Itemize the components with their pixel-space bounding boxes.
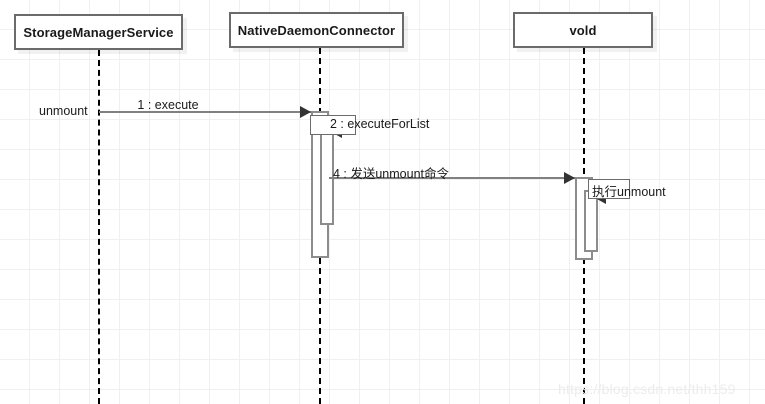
participant-smgr[interactable]: StorageManagerService xyxy=(14,14,183,50)
message-line-4 xyxy=(329,177,575,179)
message-label-4: 4 : 发送unmount命令 xyxy=(332,167,450,181)
found-message-label: unmount xyxy=(39,104,88,118)
participant-label-vold: vold xyxy=(569,22,597,38)
participant-ndc[interactable]: NativeDaemonConnector xyxy=(229,12,404,48)
message-arrowhead-1 xyxy=(300,106,311,118)
activation-bar-ndc-inner[interactable] xyxy=(320,125,334,225)
message-line-1 xyxy=(99,111,311,113)
message-number-box-2 xyxy=(310,115,356,135)
participant-vold[interactable]: vold xyxy=(513,12,653,48)
message-label-exec: 执行unmount xyxy=(592,185,666,199)
message-number-box-exec xyxy=(588,179,630,199)
participant-label-ndc: NativeDaemonConnector xyxy=(237,22,396,38)
message-label-2: 2 : executeForList xyxy=(330,117,430,131)
message-arrowhead-4 xyxy=(564,172,575,184)
watermark: https://blog.csdn.net/thh159 xyxy=(558,381,736,397)
participant-label-smgr: StorageManagerService xyxy=(23,24,174,40)
message-label-1: 1 : execute xyxy=(137,98,199,112)
lifeline-smgr xyxy=(98,50,100,404)
